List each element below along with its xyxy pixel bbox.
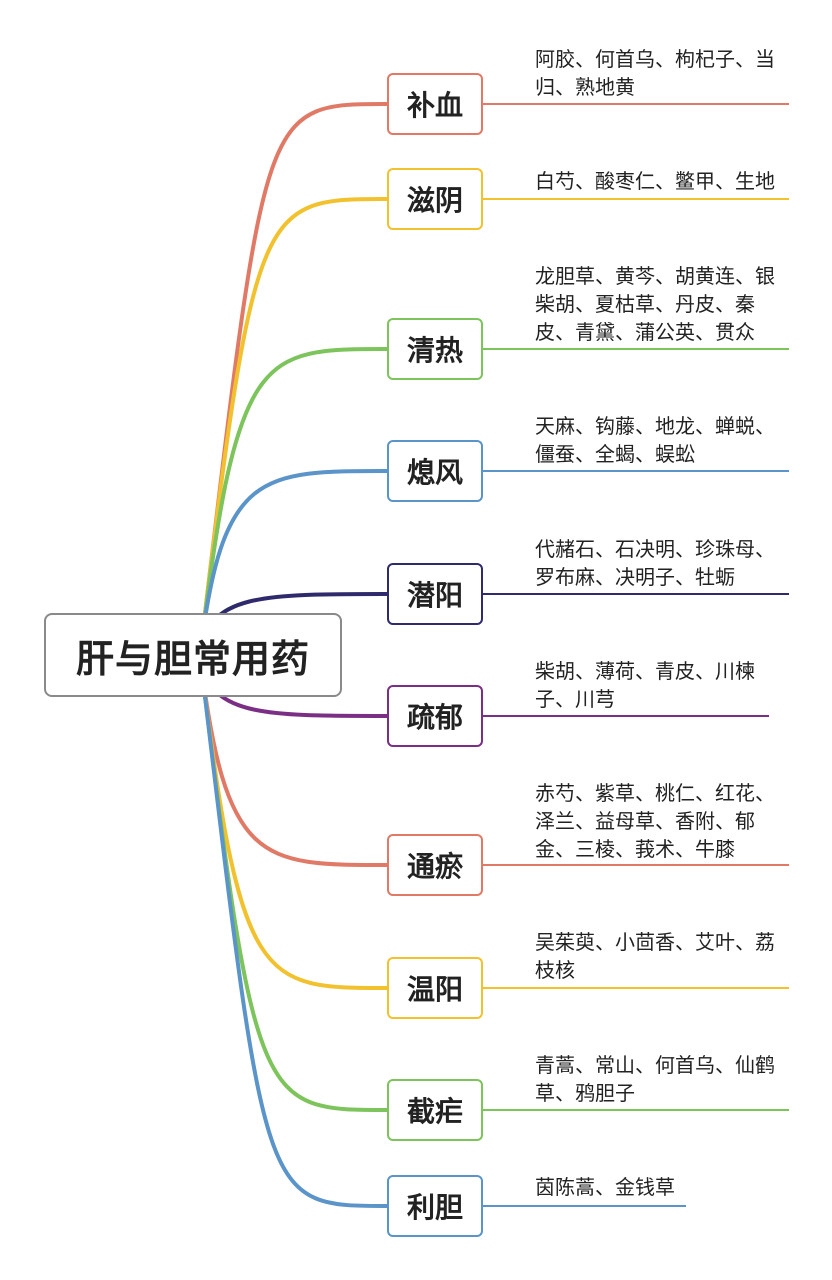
branch-node: 补血: [387, 73, 483, 135]
branch-connector: [198, 653, 389, 990]
branch-label: 温阳: [406, 973, 463, 1006]
branch-label: 熄风: [406, 456, 463, 489]
branch-node: 通瘀: [387, 834, 483, 896]
branch-label: 滋阴: [406, 184, 463, 217]
branch-label: 疏郁: [406, 701, 463, 734]
branch-label: 补血: [406, 89, 463, 122]
branch-connector: [198, 653, 389, 1208]
branch-node: 滋阴: [387, 168, 483, 230]
herb-list: 赤芍、紫草、桃仁、红花、泽兰、益母草、香附、郁金、三棱、莪术、牛膝: [535, 781, 775, 861]
branch-node: 截疟: [387, 1079, 483, 1141]
branch-label: 利胆: [406, 1191, 463, 1224]
branch-node: 潜阳: [387, 563, 483, 625]
herb-list: 龙胆草、黄芩、胡黄连、银柴胡、夏枯草、丹皮、秦皮、青黛、蒲公英、贯众: [535, 264, 775, 344]
branch-node: 熄风: [387, 440, 483, 502]
branch-connector: [198, 102, 389, 657]
root-topic: 肝与胆常用药: [44, 613, 342, 697]
branch-connector: [198, 197, 389, 657]
branch-connector: [198, 347, 389, 657]
herb-list: 白芍、酸枣仁、鳖甲、生地: [535, 169, 775, 193]
root-topic-label: 肝与胆常用药: [75, 636, 310, 681]
herb-list: 天麻、钩藤、地龙、蝉蜕、僵蚕、全蝎、蜈蚣: [535, 414, 775, 466]
branch-connector: [198, 469, 389, 657]
branch-node: 清热: [387, 318, 483, 380]
herb-list: 青蒿、常山、何首乌、仙鹤草、鸦胆子: [535, 1053, 775, 1105]
herb-list: 吴茱萸、小茴香、艾叶、荔枝核: [535, 930, 775, 982]
branch-node: 利胆: [387, 1175, 483, 1237]
herb-list: 代赭石、石决明、珍珠母、罗布麻、决明子、牡蛎: [535, 537, 775, 589]
branch-label: 潜阳: [406, 579, 463, 612]
branch-node: 温阳: [387, 957, 483, 1019]
herb-list: 柴胡、薄荷、青皮、川楝子、川芎: [535, 659, 755, 711]
branch-label: 通瘀: [406, 850, 463, 883]
herb-list: 阿胶、何首乌、枸杞子、当归、熟地黄: [535, 47, 775, 99]
branch-node: 疏郁: [387, 685, 483, 747]
branch-label: 清热: [406, 334, 463, 367]
herb-list: 茵陈蒿、金钱草: [535, 1175, 675, 1199]
branch-label: 截疟: [406, 1095, 463, 1128]
